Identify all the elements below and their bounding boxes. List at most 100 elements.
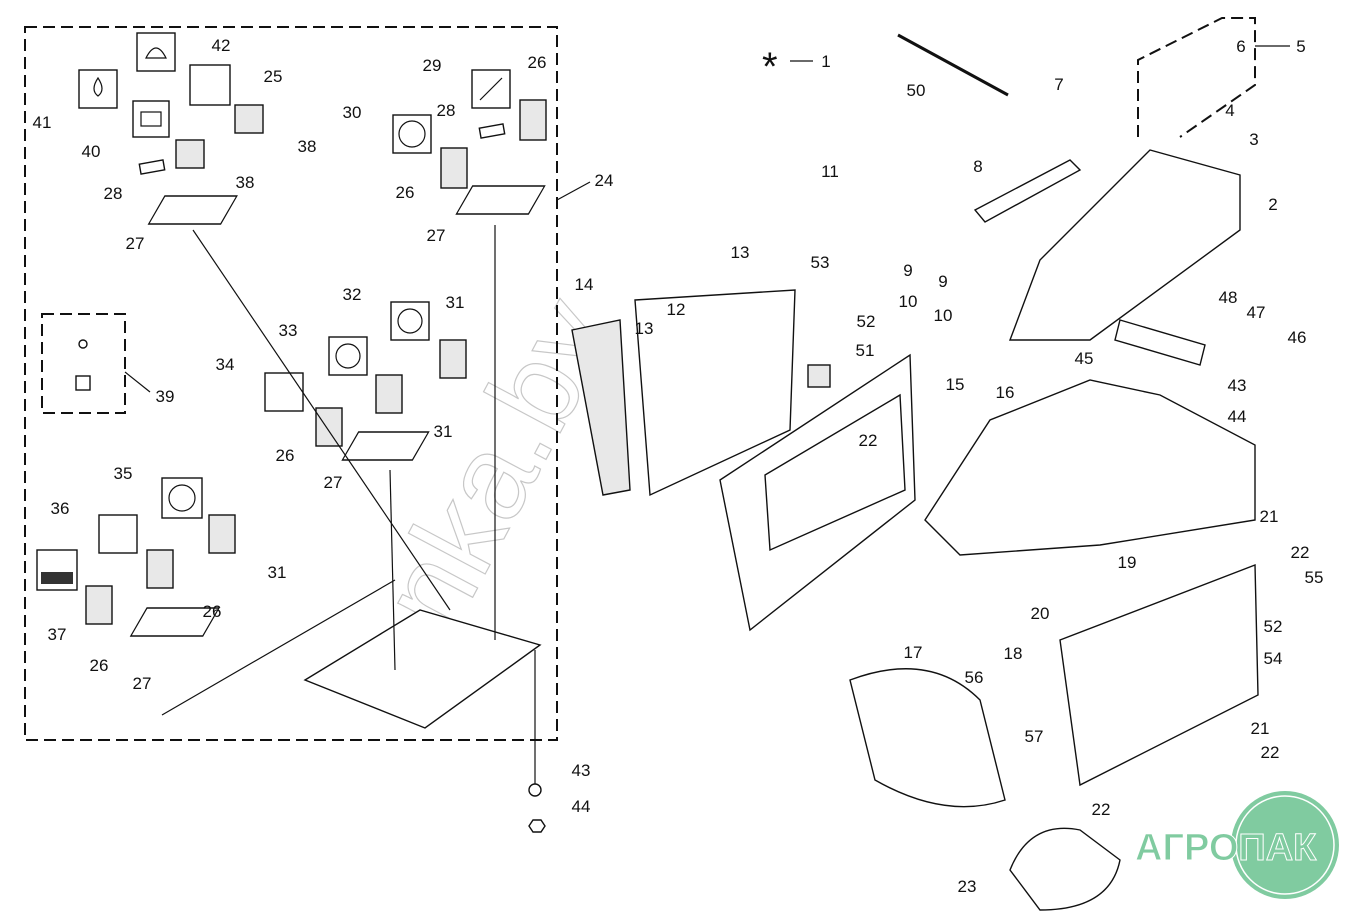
callout-21: 21 <box>1251 719 1270 738</box>
callout-26: 26 <box>90 656 109 675</box>
callout-3: 3 <box>1249 130 1258 149</box>
switch-plate <box>973 159 1082 223</box>
callout-28: 28 <box>437 101 456 120</box>
callout-18: 18 <box>1004 644 1023 663</box>
callout-39: 39 <box>156 387 175 406</box>
callout-35: 35 <box>114 464 133 483</box>
coolant-temperature-icon <box>136 32 176 72</box>
callout-5: 5 <box>1296 37 1305 56</box>
rocker-switches <box>75 99 547 637</box>
decal-icons <box>36 32 511 591</box>
callout-48: 48 <box>1219 288 1238 307</box>
asterisk-note: * <box>762 45 778 89</box>
callout-40: 40 <box>82 142 101 161</box>
callout-38: 38 <box>236 173 255 192</box>
callout-26: 26 <box>396 183 415 202</box>
callout-41: 41 <box>33 113 52 132</box>
callout-52: 52 <box>1264 617 1283 636</box>
callout-22: 22 <box>1261 743 1280 762</box>
callout-30: 30 <box>343 103 362 122</box>
callout-42: 42 <box>212 36 231 55</box>
callout-4: 4 <box>1225 101 1234 120</box>
callout-6: 6 <box>1236 37 1245 56</box>
callout-22: 22 <box>859 431 878 450</box>
agropak-logo: АГРОПАК <box>1135 791 1339 899</box>
callout-1: 1 <box>821 52 830 71</box>
side-trim <box>571 319 631 496</box>
callout-10: 10 <box>934 306 953 325</box>
callout-2: 2 <box>1268 195 1277 214</box>
traction-control-icon <box>328 336 368 376</box>
parking-brake-icon <box>161 477 203 519</box>
callout-16: 16 <box>996 383 1015 402</box>
callout-37: 37 <box>48 625 67 644</box>
bulb-fuse-group-box <box>41 313 126 414</box>
callout-9: 9 <box>938 272 947 291</box>
callout-23: 23 <box>958 877 977 896</box>
callout-9: 9 <box>903 261 912 280</box>
traction-control-icon <box>390 301 430 341</box>
oil-pressure-icon <box>78 69 118 109</box>
callout-31: 31 <box>268 563 287 582</box>
svg-text:АГРОПАК: АГРОПАК <box>1135 827 1317 869</box>
callout-12: 12 <box>667 300 686 319</box>
callout-57: 57 <box>1025 727 1044 746</box>
callout-46: 46 <box>1288 328 1307 347</box>
callout-31: 31 <box>446 293 465 312</box>
callout-28: 28 <box>104 184 123 203</box>
side-panel <box>1059 563 1259 787</box>
hitch-icon <box>264 372 304 412</box>
callout-27: 27 <box>324 473 343 492</box>
callout-26: 26 <box>203 602 222 621</box>
window-panel <box>634 289 796 497</box>
console-housing <box>924 379 1256 556</box>
callout-7: 7 <box>1054 75 1063 94</box>
callout-44: 44 <box>572 797 591 816</box>
console-top <box>1008 149 1241 341</box>
callout-26: 26 <box>528 53 547 72</box>
callout-13: 13 <box>731 243 750 262</box>
callout-22: 22 <box>1092 800 1111 819</box>
switch-panel <box>303 609 542 729</box>
battery-icon <box>132 100 170 138</box>
callout-43: 43 <box>572 761 591 780</box>
callout-26: 26 <box>276 446 295 465</box>
callout-31: 31 <box>434 422 453 441</box>
control-lever <box>1009 827 1121 911</box>
callout-27: 27 <box>126 234 145 253</box>
blank-decal <box>189 64 231 106</box>
callout-54: 54 <box>1264 649 1283 668</box>
cover-panel <box>849 668 1006 808</box>
callout-19: 19 <box>1118 553 1137 572</box>
callout-45: 45 <box>1075 349 1094 368</box>
callout-20: 20 <box>1031 604 1050 623</box>
callout-15: 15 <box>946 375 965 394</box>
callout-43: 43 <box>1228 376 1247 395</box>
callout-53: 53 <box>811 253 830 272</box>
callout-36: 36 <box>51 499 70 518</box>
callout-29: 29 <box>423 56 442 75</box>
callout-8: 8 <box>973 157 982 176</box>
switch-kit-group-box <box>24 26 558 741</box>
callout-55: 55 <box>1305 568 1324 587</box>
callout-22: 22 <box>1291 543 1310 562</box>
callout-52: 52 <box>857 312 876 331</box>
callout-14: 14 <box>575 275 594 294</box>
callout-27: 27 <box>133 674 152 693</box>
key-group-box <box>1137 17 1256 138</box>
callout-11: 11 <box>821 162 839 181</box>
callout-17: 17 <box>904 643 923 662</box>
implement-lift-icon <box>98 514 138 554</box>
callout-47: 47 <box>1247 303 1266 322</box>
callout-25: 25 <box>264 67 283 86</box>
callout-13: 13 <box>635 319 654 338</box>
callout-10: 10 <box>899 292 918 311</box>
callout-24: 24 <box>595 171 614 190</box>
callout-38: 38 <box>298 137 317 156</box>
callout-44: 44 <box>1228 407 1247 426</box>
callout-32: 32 <box>343 285 362 304</box>
console-parts <box>571 33 1259 911</box>
